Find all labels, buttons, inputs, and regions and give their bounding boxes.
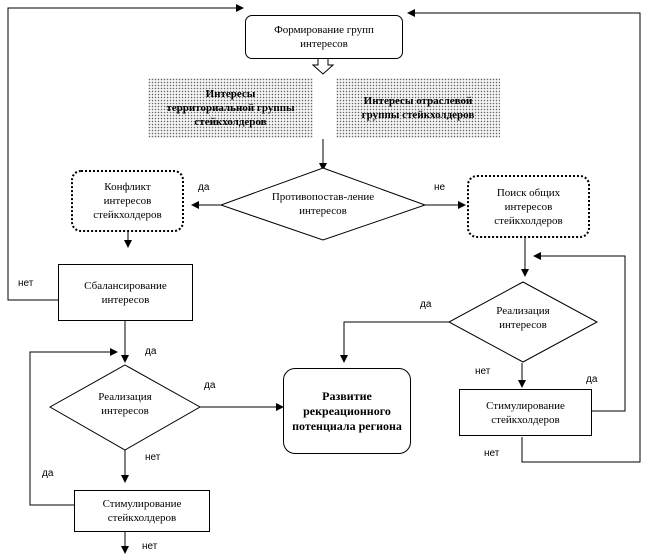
realization-left-text: Реализация интересов: [98, 391, 152, 417]
label-yes-left-top: да: [145, 346, 157, 357]
label-no-bottom: нет: [142, 541, 158, 552]
label-no-search: не: [434, 182, 446, 193]
label-no-outer-left: нет: [18, 278, 34, 289]
sectoral-box: Интересы отраслевой группы стейкхолдеров: [336, 78, 500, 138]
development-box: Развитие рекреационного потенциала регио…: [283, 368, 411, 454]
conflict-box: Конфликт интересов стейкхолдеров: [71, 170, 184, 232]
balancing-text: Сбалансирование интересов: [84, 279, 167, 306]
label-no-right-bottom: нет: [484, 448, 500, 459]
opposition-diamond: [219, 167, 427, 241]
hollow-arrow: [311, 57, 335, 75]
label-yes-left-loop: да: [42, 468, 54, 479]
stimulation-left-text: Стимулирование стейкхолдеров: [102, 498, 182, 524]
formation-box: Формирование групп интересов: [245, 15, 403, 59]
label-no-right: нет: [475, 366, 491, 377]
label-yes-conflict: да: [198, 182, 210, 193]
territorial-box: Интересы территориальной группы стейкхол…: [148, 78, 313, 138]
label-no-left-bottom: нет: [145, 452, 161, 463]
development-text: Развитие рекреационного потенциала регио…: [292, 388, 402, 433]
search-text: Поиск общих интересов стейкхолдеров: [494, 186, 563, 227]
label-yes-left-dev: да: [204, 380, 216, 391]
opposition-text: Противопостав-ление интересов: [271, 191, 375, 217]
sectoral-text: Интересы отраслевой группы стейкхолдеров: [361, 95, 475, 121]
realization-left-diamond: [48, 364, 202, 451]
formation-text: Формирование групп интересов: [274, 24, 374, 50]
conflict-text: Конфликт интересов стейкхолдеров: [93, 181, 162, 221]
realization-right-diamond: [447, 281, 599, 363]
territorial-text: Интересы территориальной группы стейкхол…: [166, 88, 295, 128]
stimulation-right-box: Стимулирование стейкхолдеров: [459, 389, 592, 436]
balancing-box: Сбалансирование интересов: [58, 264, 193, 321]
stimulation-left-box: Стимулирование стейкхолдеров: [74, 490, 210, 532]
label-yes-right-loop: да: [586, 374, 598, 385]
realization-right-text: Реализация интересов: [496, 305, 550, 331]
search-box: Поиск общих интересов стейкхолдеров: [467, 175, 590, 238]
stimulation-right-text: Стимулирование стейкхолдеров: [486, 399, 565, 426]
label-yes-right-dev: да: [420, 299, 432, 310]
